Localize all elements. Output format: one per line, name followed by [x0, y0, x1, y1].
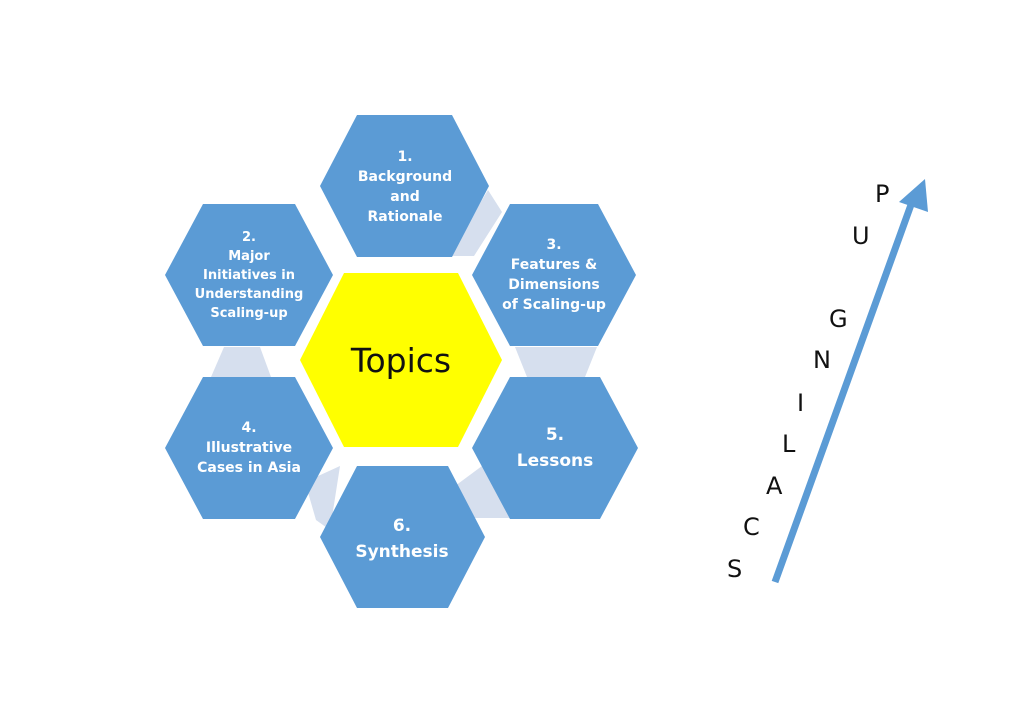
- connector-1-3: [448, 190, 502, 256]
- hexagon-center-topics: [300, 273, 502, 447]
- scaling-letter-a: A: [766, 472, 783, 500]
- connector-3-5: [515, 347, 597, 377]
- scaling-letter-g: G: [829, 305, 848, 333]
- hexagon-topic-4[interactable]: [165, 377, 333, 519]
- scaling-arrow-head: [899, 179, 928, 212]
- scaling-letter-s: S: [727, 555, 743, 583]
- scaling-letter-c: C: [743, 513, 760, 541]
- hexagon-topic-5[interactable]: [472, 377, 638, 519]
- scaling-letter-i: I: [797, 389, 805, 417]
- hexagon-topic-2[interactable]: [165, 204, 333, 346]
- connector-2-4: [211, 347, 271, 377]
- scaling-letter-l: L: [782, 430, 796, 458]
- scaling-arrow-shaft: [771, 200, 916, 584]
- hexagon-topic-6[interactable]: [320, 466, 485, 608]
- center-topic-title: Topics: [350, 340, 452, 380]
- hexagon-topic-3[interactable]: [472, 204, 636, 346]
- connector-5-6: [455, 466, 512, 518]
- scaling-letter-u: U: [852, 222, 870, 250]
- hexagon-topic-1[interactable]: [320, 115, 489, 257]
- scaling-letter-p: P: [875, 180, 890, 208]
- scaling-letter-n: N: [813, 346, 831, 374]
